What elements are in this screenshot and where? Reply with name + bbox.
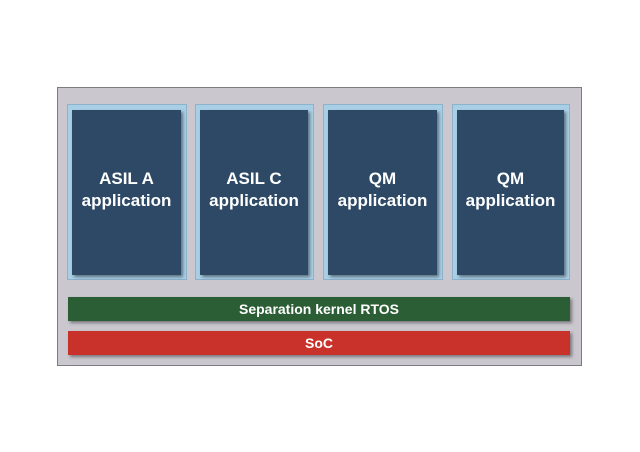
application-level-label: ASIL A: [99, 169, 154, 188]
application-block-qm-2: QM application: [457, 110, 564, 275]
application-block-asil-a: ASIL A application: [72, 110, 181, 275]
application-level-label: QM: [496, 169, 525, 188]
application-block-qm-1: QM application: [328, 110, 437, 275]
partition-asil-a: ASIL A application: [67, 104, 187, 280]
application-type-label: application: [465, 191, 556, 210]
application-type-label: application: [337, 191, 428, 210]
separation-kernel-bar: Separation kernel RTOS: [68, 297, 570, 321]
soc-bar: SoC: [68, 331, 570, 355]
application-level-label: ASIL C: [226, 169, 282, 188]
application-level-label: QM: [368, 169, 397, 188]
application-type-label: application: [209, 191, 299, 210]
partition-qm-2: QM application: [452, 104, 570, 280]
partition-qm-1: QM application: [323, 104, 443, 280]
partition-asil-c: ASIL C application: [195, 104, 314, 280]
application-type-label: application: [81, 191, 172, 210]
application-block-asil-c: ASIL C application: [200, 110, 308, 275]
